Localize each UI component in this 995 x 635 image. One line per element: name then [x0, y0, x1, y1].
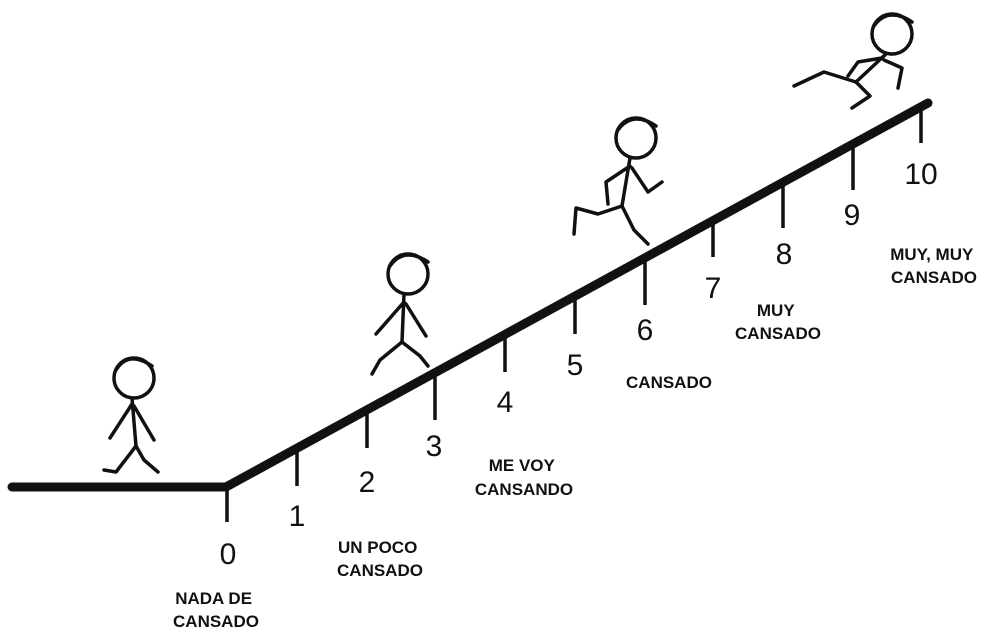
descriptor-labels: NADA DE CANSADO UN POCO CANSADO ME VOY C…	[173, 245, 978, 631]
tick-label-0: 0	[220, 538, 237, 571]
descriptor-nada-de-cansado: NADA DE CANSADO	[173, 589, 259, 631]
descriptor-line: NADA DE	[175, 589, 252, 608]
walking-figure-icon	[102, 356, 160, 474]
tick-label-9: 9	[844, 199, 861, 232]
tick-label-4: 4	[497, 386, 514, 419]
descriptor-line: MUY	[757, 301, 795, 320]
tick-label-6: 6	[637, 314, 654, 347]
descriptor-cansado: CANSADO	[626, 373, 712, 392]
tick-labels: 0 1 2 3 4 5 6 7 8 9 10	[220, 158, 938, 571]
walking-uphill-figure-icon	[370, 252, 430, 376]
descriptor-line: CANSADO	[337, 561, 423, 580]
descriptor-line: UN POCO	[338, 538, 417, 557]
tick-label-8: 8	[776, 238, 793, 271]
descriptor-muy-cansado: MUY CANSADO	[735, 301, 821, 343]
tick-label-7: 7	[705, 272, 722, 305]
descriptor-line: ME VOY	[489, 456, 556, 475]
sprinting-figure-icon	[792, 12, 914, 110]
tick-label-1: 1	[289, 500, 306, 533]
tick-marks	[225, 106, 923, 522]
tick-label-10: 10	[904, 158, 937, 191]
descriptor-line: CANSADO	[626, 373, 712, 392]
tick-label-2: 2	[359, 466, 376, 499]
descriptor-line: CANSADO	[735, 324, 821, 343]
descriptor-me-voy-cansando: ME VOY CANSANDO	[475, 456, 573, 499]
tick-label-3: 3	[426, 430, 443, 463]
descriptor-line: CANSANDO	[475, 480, 573, 499]
descriptor-muy-muy-cansado: MUY, MUY CANSADO	[890, 245, 978, 287]
tick-label-5: 5	[567, 349, 584, 382]
descriptor-un-poco-cansado: UN POCO CANSADO	[337, 538, 423, 580]
descriptor-line: CANSADO	[173, 612, 259, 631]
descriptor-line: MUY, MUY	[890, 245, 974, 264]
running-figure-icon	[572, 116, 664, 246]
descriptor-line: CANSADO	[891, 268, 977, 287]
